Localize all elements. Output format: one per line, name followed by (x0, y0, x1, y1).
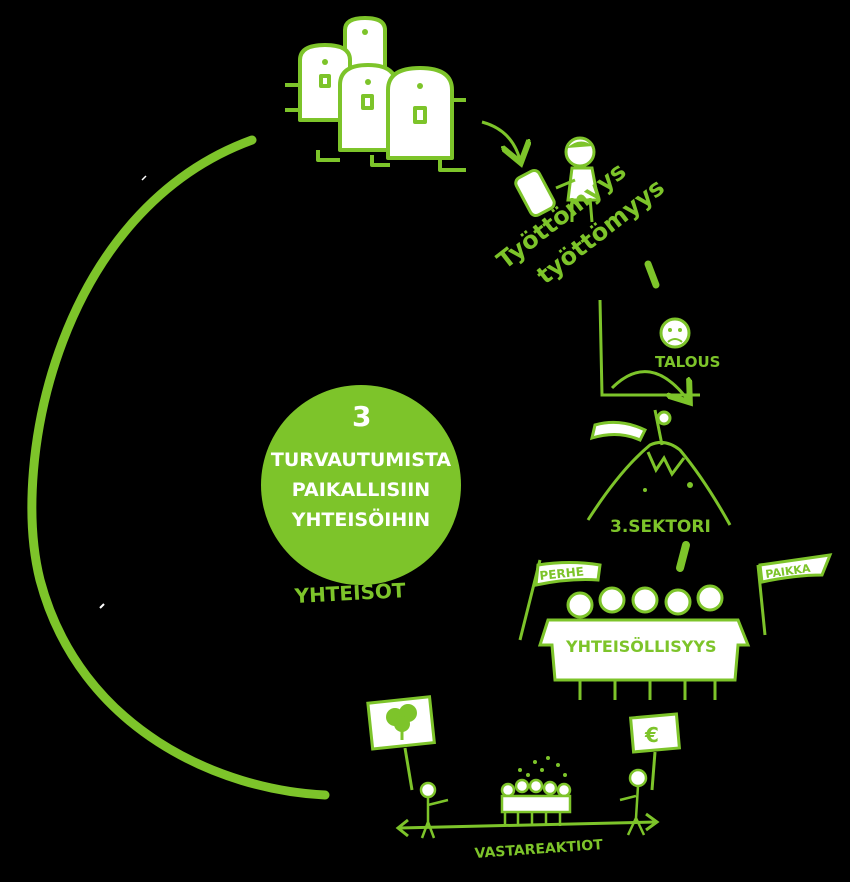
euro-protest-sign-icon (628, 712, 682, 791)
factory-buildings-icon (285, 16, 466, 172)
people-holding-banner-icon (518, 553, 833, 700)
declining-curve-icon (598, 299, 700, 400)
center-line-3: YHTEISÖIHIN (291, 507, 430, 531)
arrow-head-left (395, 818, 409, 838)
banner-flag-left: PERHE (539, 564, 585, 583)
tree-protest-sign-icon (366, 695, 436, 791)
counter-reactions-label: VASTAREAKTIOT (474, 837, 604, 862)
third-sector-label: 3.SEKTORI (610, 517, 711, 537)
center-circle (261, 385, 461, 585)
arrow-factories-to-worker (481, 120, 520, 160)
communities-label: YHTEISÖT (293, 578, 406, 608)
banner-flag-right: PAIKKA (765, 562, 812, 581)
decor-tick (99, 603, 105, 609)
center-line-1: TURVAUTUMISTA (271, 449, 452, 471)
connector-bar-1 (644, 260, 660, 289)
counter-reactions-arrow (399, 820, 656, 830)
connector-bar-2 (676, 541, 690, 572)
cycle-arc (27, 135, 330, 800)
economy-label: TALOUS (655, 353, 720, 371)
crowd-heads (500, 778, 572, 798)
decor-tick-2 (141, 175, 147, 181)
arrow-head-right (645, 812, 660, 832)
sad-face-icon (659, 317, 691, 349)
community-spirit-label: YHTEISÖLLISYYS (565, 637, 716, 656)
mountain-with-flag-icon (586, 409, 732, 526)
euro-sign: € (644, 723, 659, 747)
protest-crowd-icon (419, 756, 648, 839)
center-number: 3 (352, 400, 371, 433)
center-line-2: PAIKALLISIIN (292, 479, 430, 501)
worker-with-roll-icon (514, 136, 600, 223)
